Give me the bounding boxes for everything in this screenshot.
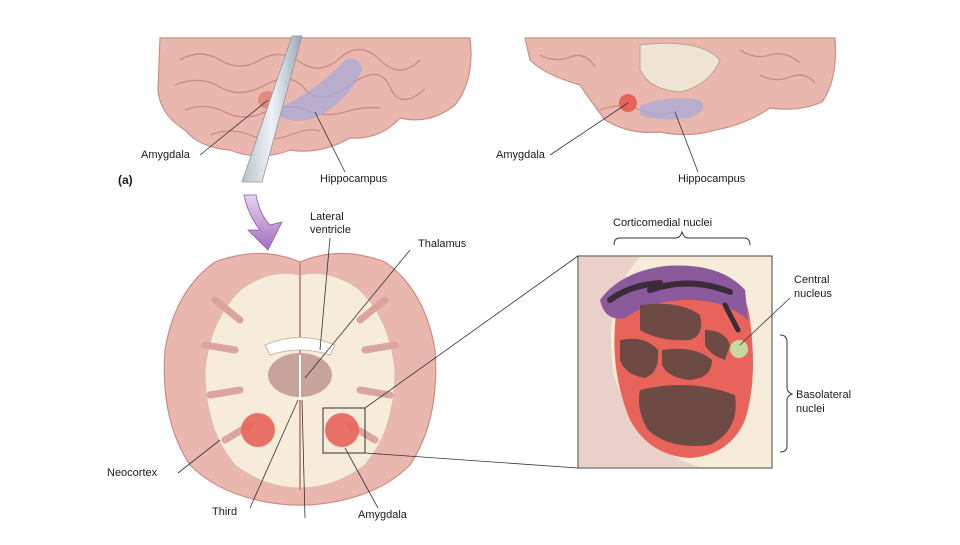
label-corticomedial-nuclei: Corticomedial nuclei [613, 217, 713, 229]
label-hippocampus-lateral: Hippocampus [320, 173, 388, 185]
basolateral-bracket [779, 334, 794, 453]
label-basolateral-nuclei-1: Basolateral [796, 389, 852, 401]
label-central-nucleus-1: Central [794, 274, 830, 286]
transition-arrow [243, 194, 283, 251]
medial-brain-view [524, 37, 837, 136]
label-central-nucleus-2: nucleus [794, 288, 832, 300]
label-lateral-ventricle-1: Lateral [310, 211, 344, 223]
label-hippocampus-medial: Hippocampus [678, 173, 746, 185]
leader-lines [177, 99, 791, 519]
label-lateral-ventricle-2: ventricle [310, 224, 351, 236]
coronal-section [163, 252, 437, 506]
label-thalamus: Thalamus [418, 238, 467, 250]
electrode-probe [241, 35, 303, 183]
panel-label: (a) [118, 173, 133, 187]
hippocampus-shape [280, 58, 362, 121]
nuclei-inset [577, 255, 773, 469]
label-neocortex: Neocortex [107, 467, 158, 479]
label-amygdala-coronal: Amygdala [358, 509, 407, 521]
corticomedial-nuclei-shape [600, 265, 748, 320]
label-basolateral-nuclei-2: nuclei [796, 403, 825, 415]
inset-marker-box [322, 407, 366, 454]
hippocampus-shape-medial [640, 98, 704, 120]
label-amygdala-medial: Amygdala [496, 149, 545, 161]
label-amygdala-lateral: Amygdala [141, 149, 190, 161]
amygdala-shape-right [325, 413, 359, 447]
lateral-brain-view [157, 35, 472, 183]
central-nucleus-shape [730, 340, 748, 358]
amygdala-shape-left [241, 413, 275, 447]
corticomedial-bracket [613, 230, 751, 246]
label-third-ventricle: Third [212, 506, 238, 518]
